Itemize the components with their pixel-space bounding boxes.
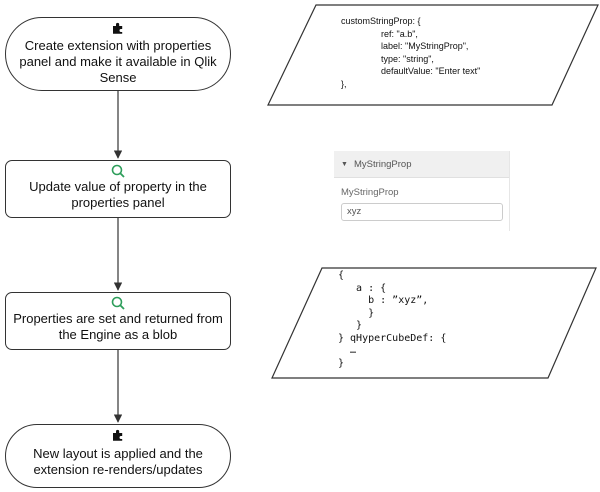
code-blob: { a : { b : ”xyz”, } } } qHyperCubeDef: …: [338, 270, 447, 369]
panel-header-title: MyStringProp: [353, 158, 412, 170]
node-properties-set[interactable]: Properties are set and returned from the…: [5, 292, 231, 350]
magnifier-icon: [111, 296, 125, 310]
panel-string-input[interactable]: xyz: [341, 203, 503, 221]
node-properties-set-label: Properties are set and returned from the…: [13, 311, 223, 342]
node-new-layout-label: New layout is applied and the extension …: [33, 446, 203, 477]
puzzle-icon: [113, 22, 123, 34]
node-new-layout[interactable]: New layout is applied and the extension …: [5, 424, 231, 488]
node-create-extension-label: Create extension with properties panel a…: [19, 38, 217, 85]
node-update-property-label: Update value of property in the properti…: [29, 179, 207, 210]
puzzle-icon: [113, 429, 123, 441]
node-update-property[interactable]: Update value of property in the properti…: [5, 160, 231, 218]
magnifier-icon: [111, 164, 125, 178]
node-create-extension[interactable]: Create extension with properties panel a…: [5, 17, 231, 91]
properties-panel: ▼ MyStringProp MyStringProp xyz: [334, 151, 510, 231]
caret-down-icon: ▼: [341, 160, 348, 168]
panel-section-header[interactable]: ▼ MyStringProp: [334, 151, 509, 178]
code-definition: customStringProp: { ref: "a.b", label: "…: [341, 16, 481, 89]
panel-field-label: MyStringProp: [341, 187, 399, 198]
code-definition-parallelogram: [267, 4, 599, 106]
code-blob-parallelogram: [271, 267, 597, 379]
